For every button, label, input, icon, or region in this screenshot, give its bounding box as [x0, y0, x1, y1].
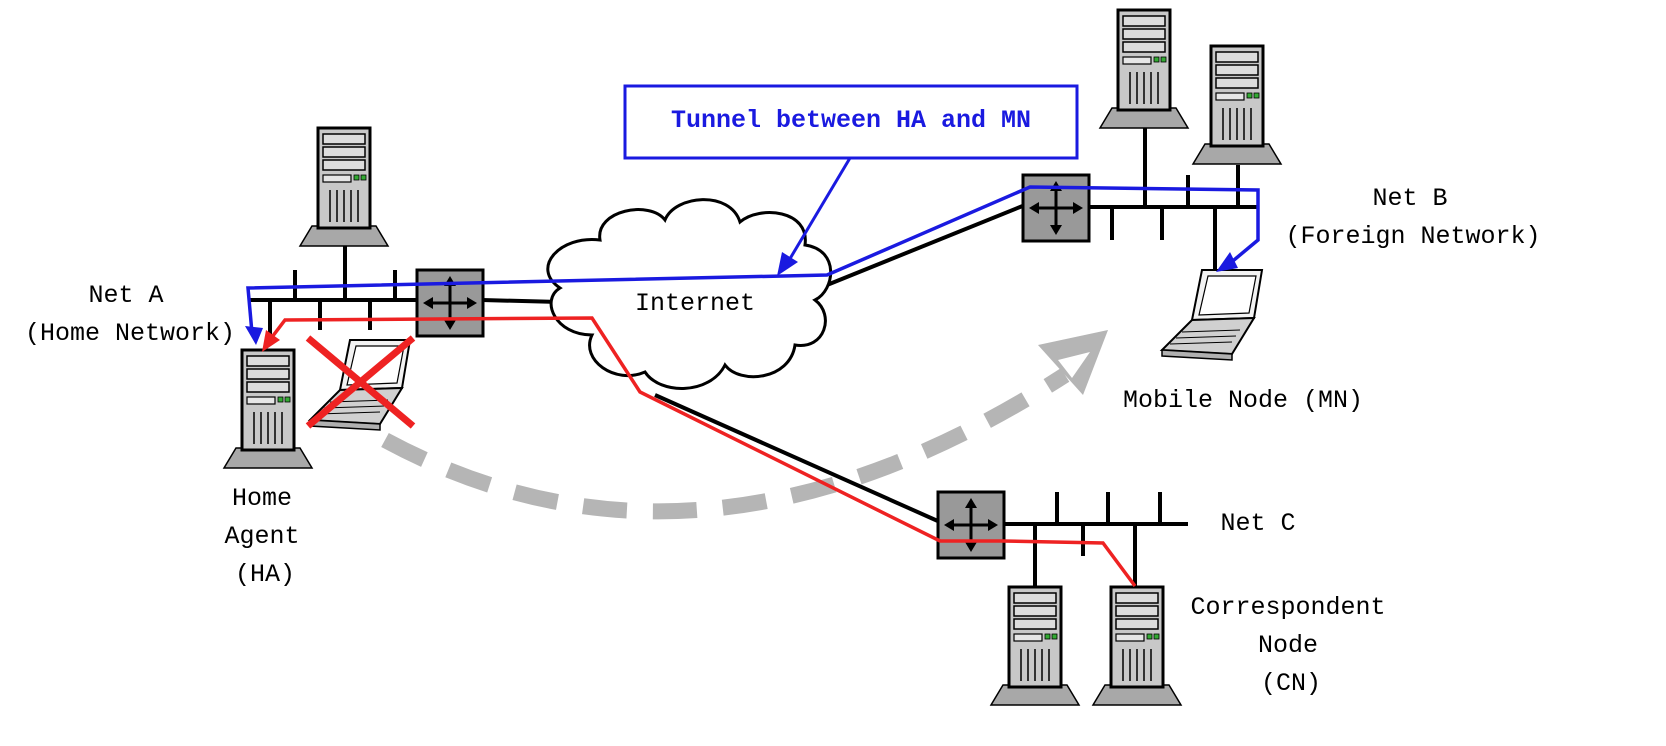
cn-label-line1: Correspondent — [1190, 593, 1385, 622]
net-a-sublabel: (Home Network) — [25, 319, 235, 348]
movement-arrow — [381, 368, 1070, 520]
router-icon — [415, 268, 485, 338]
laptop-icon — [1161, 269, 1263, 361]
tunnel-path — [246, 185, 1260, 334]
link-internet-router-b — [826, 203, 1026, 287]
server-icon — [1191, 44, 1283, 166]
net-b-label: Net B — [1372, 184, 1447, 213]
router-icon — [936, 490, 1006, 560]
server-icon — [989, 585, 1081, 707]
net-a-segment — [248, 245, 420, 345]
net-c-label: Net C — [1220, 509, 1295, 538]
cn-label-line3: (CN) — [1261, 669, 1321, 698]
home-agent-label-line3: (HA) — [235, 560, 295, 589]
server-icon — [298, 126, 390, 248]
link-router-a-internet — [481, 298, 561, 304]
tunnel-label-box — [623, 84, 1079, 160]
home-agent-label-line2: Agent — [224, 522, 299, 551]
tunnel-label: Tunnel between HA and MN — [671, 106, 1031, 135]
mobile-node-label: Mobile Node (MN) — [1123, 386, 1363, 415]
link-internet-router-c — [654, 393, 941, 524]
cloud-icon — [546, 198, 833, 390]
cn-label-line2: Node — [1258, 631, 1318, 660]
net-b-segment — [1089, 125, 1258, 275]
router-icon — [1021, 173, 1091, 243]
server-icon — [1091, 585, 1183, 707]
server-icon — [1098, 8, 1190, 130]
cross-icon — [305, 335, 416, 429]
net-a-label: Net A — [88, 281, 163, 310]
net-b-sublabel: (Foreign Network) — [1285, 222, 1540, 251]
net-c-segment — [1003, 492, 1188, 590]
data-path-cn-to-ha — [264, 316, 1137, 588]
server-icon — [222, 348, 314, 470]
home-agent-label-line1: Home — [232, 484, 292, 513]
internet-label: Internet — [635, 289, 755, 318]
